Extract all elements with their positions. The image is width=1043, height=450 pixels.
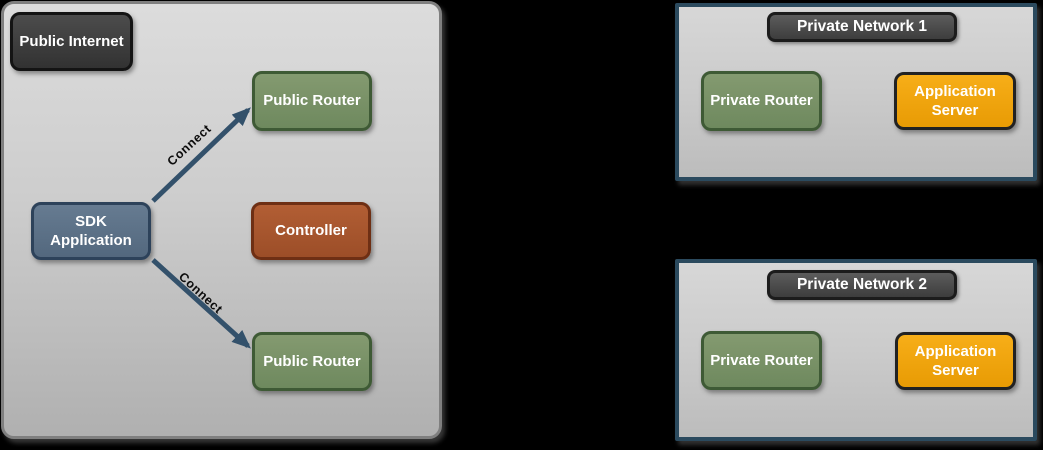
sdk-application-node: SDK Application: [31, 202, 151, 260]
private-network-1-private-router-node: Private Router: [701, 71, 822, 131]
controller-node: Controller: [251, 202, 371, 260]
private-network-1-title: Private Network 1: [767, 12, 957, 42]
private-network-2-application-server-node: Application Server: [895, 332, 1016, 390]
public-router-top-node: Public Router: [252, 71, 372, 131]
private-network-2-title: Private Network 2: [767, 270, 957, 300]
private-network-1-application-server-node: Application Server: [894, 72, 1016, 130]
private-network-2-private-router-node: Private Router: [701, 331, 822, 390]
public-router-bottom-node: Public Router: [252, 332, 372, 391]
public-internet-label: Public Internet: [10, 12, 133, 71]
